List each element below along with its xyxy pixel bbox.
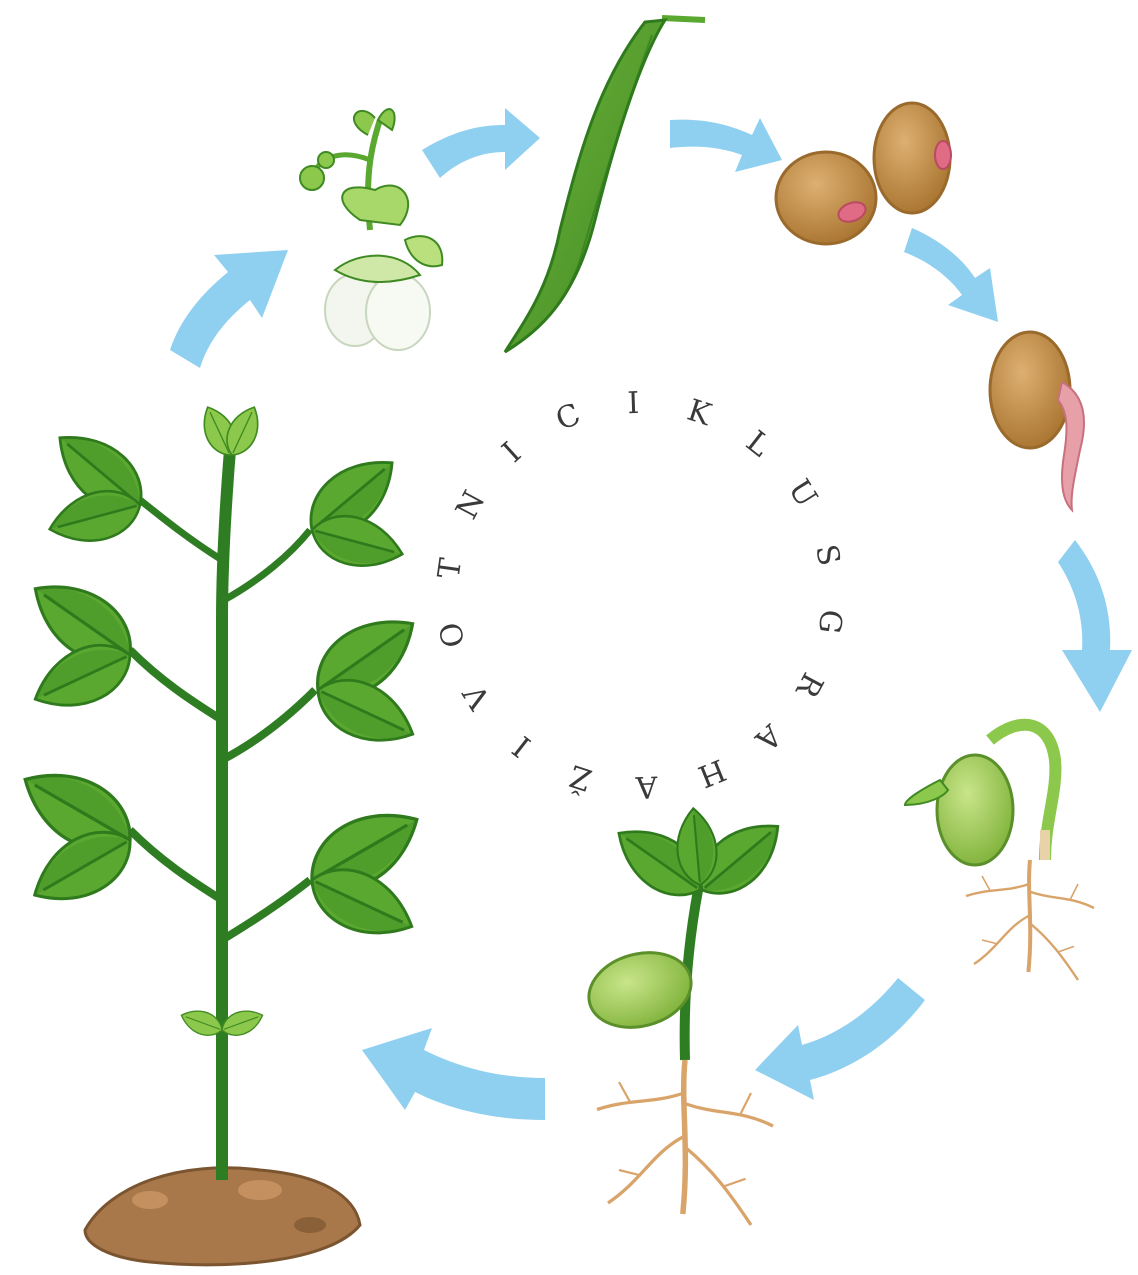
title-letter: H	[693, 751, 730, 793]
arrow-icon	[422, 108, 540, 178]
title-letter: G	[811, 607, 849, 636]
bean-seeds-icon	[776, 103, 951, 244]
arrow-icon	[755, 978, 925, 1100]
title-letter: S	[808, 541, 847, 568]
title-letter: I	[496, 436, 528, 470]
arrow-icon	[904, 228, 998, 322]
mature-plant-icon	[10, 401, 432, 1264]
bean-pod-icon	[505, 18, 705, 352]
germinating-seed-icon	[990, 332, 1084, 510]
title-letter: T	[432, 556, 469, 581]
title-letter: U	[781, 474, 824, 514]
title-letter: L	[739, 424, 776, 464]
title-letter: C	[551, 397, 585, 438]
title-letter: Ž	[565, 757, 596, 798]
young-plant-icon	[580, 807, 793, 1225]
title-letter: I	[627, 386, 640, 421]
title-letter: K	[683, 393, 716, 433]
arrow-icon	[170, 250, 288, 368]
title-letter: I	[507, 728, 538, 763]
title-letter: O	[433, 619, 472, 650]
sprouting-seedling-icon	[905, 725, 1094, 980]
arrow-icon	[670, 118, 782, 172]
title-letter: V	[456, 677, 498, 716]
title-letter: N	[449, 485, 492, 525]
title-letter: A	[635, 768, 659, 804]
arrow-icon	[1058, 540, 1132, 712]
flower-icon	[300, 109, 442, 350]
title-letter: R	[788, 667, 830, 705]
title-letter: A	[748, 716, 789, 757]
arrow-icon	[362, 1028, 545, 1120]
